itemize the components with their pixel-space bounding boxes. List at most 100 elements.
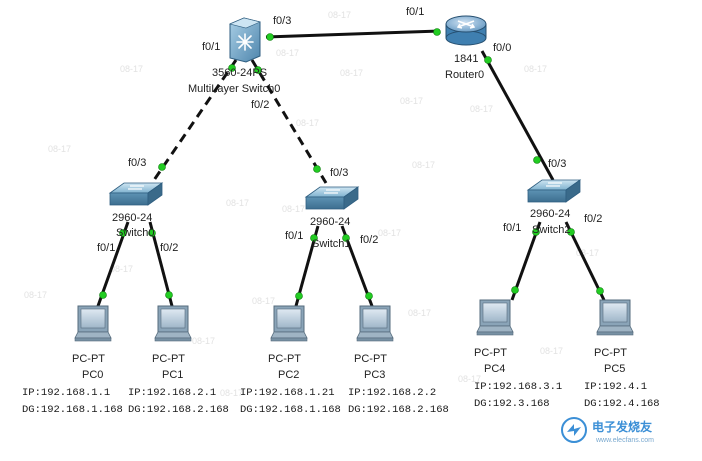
port-dot: [158, 163, 166, 171]
port-dot: [511, 286, 519, 294]
link-ml-switch1: [250, 59, 328, 184]
multilayer-switch-icon[interactable]: [229, 17, 261, 63]
watermark-layer: 08-17 08-17 08-17 08-17 08-17 08-17 08-17 08-17…: [24, 10, 599, 398]
multilayer-name-label: MultiLayer Switch0: [188, 83, 280, 95]
pc-type-label: PC-PT: [152, 353, 185, 365]
pc-gateway-label: DG:192.168.1.168: [240, 404, 341, 416]
pc-type-label: PC-PT: [474, 347, 507, 359]
port-dot: [313, 165, 321, 173]
switch0-model-label: 2960-24: [112, 212, 152, 224]
watermark-text: 08-17: [576, 248, 599, 258]
pc-2-icon[interactable]: [270, 305, 308, 342]
port-dot: [119, 229, 127, 237]
port-dot: [99, 291, 107, 299]
port-dot: [295, 292, 303, 300]
pc-3-icon[interactable]: [356, 305, 394, 342]
port-dot: [567, 228, 575, 236]
router-icon[interactable]: [445, 15, 487, 46]
port-dot: [228, 64, 236, 72]
switch2-icon[interactable]: [526, 179, 582, 203]
port-label: f0/1: [202, 41, 220, 53]
link-router-switch2: [480, 50, 555, 181]
port-label: f0/1: [503, 222, 521, 234]
port-dot: [254, 66, 262, 74]
watermark-text: 08-17: [328, 10, 351, 20]
switch2-model-label: 2960-24: [530, 208, 570, 220]
watermark-text: 08-17: [458, 374, 481, 384]
port-label: f0/3: [548, 158, 566, 170]
pc-type-label: PC-PT: [72, 353, 105, 365]
watermark-text: 08-17: [24, 290, 47, 300]
pc-name-label: PC2: [278, 369, 299, 381]
watermark-text: 08-17: [540, 346, 563, 356]
pc-gateway-label: DG:192.168.2.168: [128, 404, 229, 416]
pc-1-icon[interactable]: [154, 305, 192, 342]
port-label: f0/1: [97, 242, 115, 254]
port-dot: [596, 287, 604, 295]
port-label: f0/1: [285, 230, 303, 242]
pc-0-icon[interactable]: [74, 305, 112, 342]
port-label: f0/0: [493, 42, 511, 54]
pc-ip-label: IP:192.168.3.1: [474, 381, 562, 393]
pc-name-label: PC4: [484, 363, 505, 375]
pc-name-label: PC5: [604, 363, 625, 375]
port-label: f0/1: [406, 6, 424, 18]
port-dot: [532, 228, 540, 236]
port-label: f0/3: [273, 15, 291, 27]
switch1-model-label: 2960-24: [310, 216, 350, 228]
router-model-label: 1841: [454, 53, 478, 65]
link-ml-router: [265, 29, 441, 39]
watermark-text: 08-17: [220, 388, 243, 398]
pc-gateway-label: DG:192.3.168: [474, 398, 550, 410]
pc-gateway-label: DG:192.168.2.168: [348, 404, 449, 416]
pc-gateway-label: DG:192.4.168: [584, 398, 660, 410]
port-dot: [365, 292, 373, 300]
multilayer-model-label: 3560-24PS: [212, 67, 267, 79]
pc-4-icon[interactable]: [476, 299, 514, 336]
watermark-text: 08-17: [408, 308, 431, 318]
switch2-name-label: Switch2: [532, 224, 571, 236]
pc-gateway-label: DG:192.168.1.168: [22, 404, 123, 416]
watermark-text: 08-17: [252, 296, 275, 306]
port-labels: f0/3 f0/1 f0/2 f0/1 f0/0 f0/3 f0/1 f0/2 …: [97, 6, 602, 254]
watermark-text: 08-17: [296, 118, 319, 128]
watermark-text: 08-17: [226, 198, 249, 208]
port-dot: [266, 33, 274, 41]
pc-ip-label: IP:192.168.1.21: [240, 387, 335, 399]
switch1-name-label: Switch1: [312, 238, 351, 250]
port-dot: [148, 229, 156, 237]
link-ml-switch0: [150, 59, 238, 184]
watermark-text: 08-17: [110, 264, 133, 274]
port-label: f0/2: [584, 213, 602, 225]
port-label: f0/3: [128, 157, 146, 169]
watermark-text: 08-17: [340, 68, 363, 78]
pc-group: PC-PTPC0IP:192.168.1.1DG:192.168.1.168PC…: [22, 299, 660, 416]
pc-ip-label: IP:192.168.1.1: [22, 387, 110, 399]
watermark-text: 08-17: [276, 48, 299, 58]
watermark-text: 08-17: [192, 336, 215, 346]
watermark-text: 08-17: [282, 204, 305, 214]
pc-5-icon[interactable]: [596, 299, 634, 336]
port-dot: [342, 234, 350, 242]
watermark-text: 08-17: [524, 64, 547, 74]
watermark-text: 08-17: [412, 160, 435, 170]
brand-watermark: 电子发烧友 www.elecfans.com: [561, 417, 654, 444]
pc-type-label: PC-PT: [268, 353, 301, 365]
pc-name-label: PC1: [162, 369, 183, 381]
port-dot: [533, 156, 541, 164]
switch1-icon[interactable]: [304, 186, 360, 210]
port-dot: [484, 56, 492, 64]
watermark-text: 08-17: [378, 228, 401, 238]
port-dot: [310, 234, 318, 242]
port-label: f0/3: [330, 167, 348, 179]
brand-name: 电子发烧友: [592, 419, 652, 434]
brand-logo-icon: [561, 417, 587, 443]
pc-ip-label: IP:192.4.1: [584, 381, 647, 393]
port-label: f0/2: [160, 242, 178, 254]
port-dot: [433, 28, 441, 36]
watermark-text: 08-17: [470, 104, 493, 114]
port-label: f0/2: [251, 99, 269, 111]
switch0-icon[interactable]: [108, 182, 164, 206]
switch0-name-label: Switch0: [116, 227, 155, 239]
